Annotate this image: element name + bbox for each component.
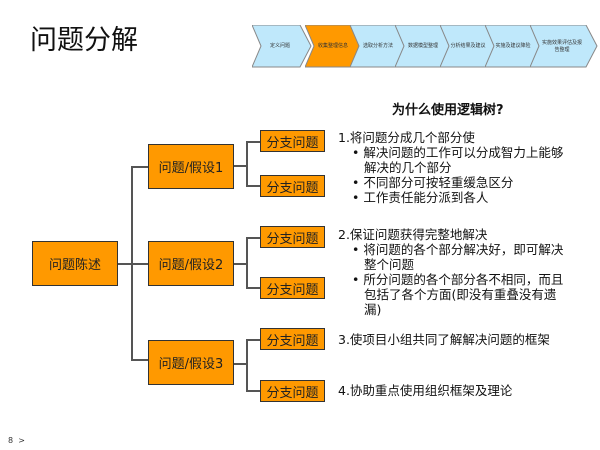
hypothesis-3-box: 问题/假设3 [148,340,234,385]
connector [131,166,148,168]
process-step-1: 定义问题 [251,24,312,68]
connector [246,185,260,187]
why-heading: 为什么使用逻辑树? [392,103,504,118]
sub-point: • 解决问题的工作可以分成智力上能够解决的几个部分 [352,145,564,175]
branch-box: 分支问题 [260,175,325,197]
next-arrow-icon[interactable]: > [18,436,25,445]
connector [246,237,260,239]
root-problem-box: 问题陈述 [32,241,118,286]
connector [246,390,260,392]
sub-point: • 工作责任能分派到各人 [352,190,489,205]
point-1: 1.将问题分成几个部分使 • 解决问题的工作可以分成智力上能够解决的几个部分 •… [338,130,568,205]
connector [246,141,248,186]
connector [246,141,260,143]
point-text: 2.保证问题获得完整地解决 [338,227,488,242]
connector [234,263,247,265]
connector [246,237,248,288]
connector [234,165,247,167]
connector [246,339,248,391]
point-text: 1.将问题分成几个部分使 [338,130,475,145]
branch-box: 分支问题 [260,130,325,152]
connector [131,359,148,361]
connector [118,263,148,265]
connector [234,363,247,365]
page-title: 问题分解 [30,25,138,56]
sub-point: • 将问题的各个部分解决好，即可解决整个问题 [352,242,564,272]
page-number: 8 > [8,436,25,445]
branch-box: 分支问题 [260,380,325,402]
sub-point: • 不同部分可按轻重缓急区分 [352,175,514,190]
sub-point: • 所分问题的各个部分各不相同，而且包括了各个方面(即没有重叠没有遗漏) [352,272,564,317]
point-2: 2.保证问题获得完整地解决 • 将问题的各个部分解决好，即可解决整个问题 • 所… [338,227,568,317]
branch-box: 分支问题 [260,277,325,299]
point-3: 3.使项目小组共同了解解决问题的框架 [338,332,550,347]
hypothesis-2-box: 问题/假设2 [148,241,234,286]
connector [131,166,133,361]
process-step-7: 实施效果评估及报告整理 [529,24,598,68]
hypothesis-1-box: 问题/假设1 [148,144,234,189]
branch-box: 分支问题 [260,328,325,350]
connector [246,339,260,341]
point-4: 4.协助重点使用组织框架及理论 [338,383,513,398]
branch-box: 分支问题 [260,226,325,248]
connector [246,287,260,289]
